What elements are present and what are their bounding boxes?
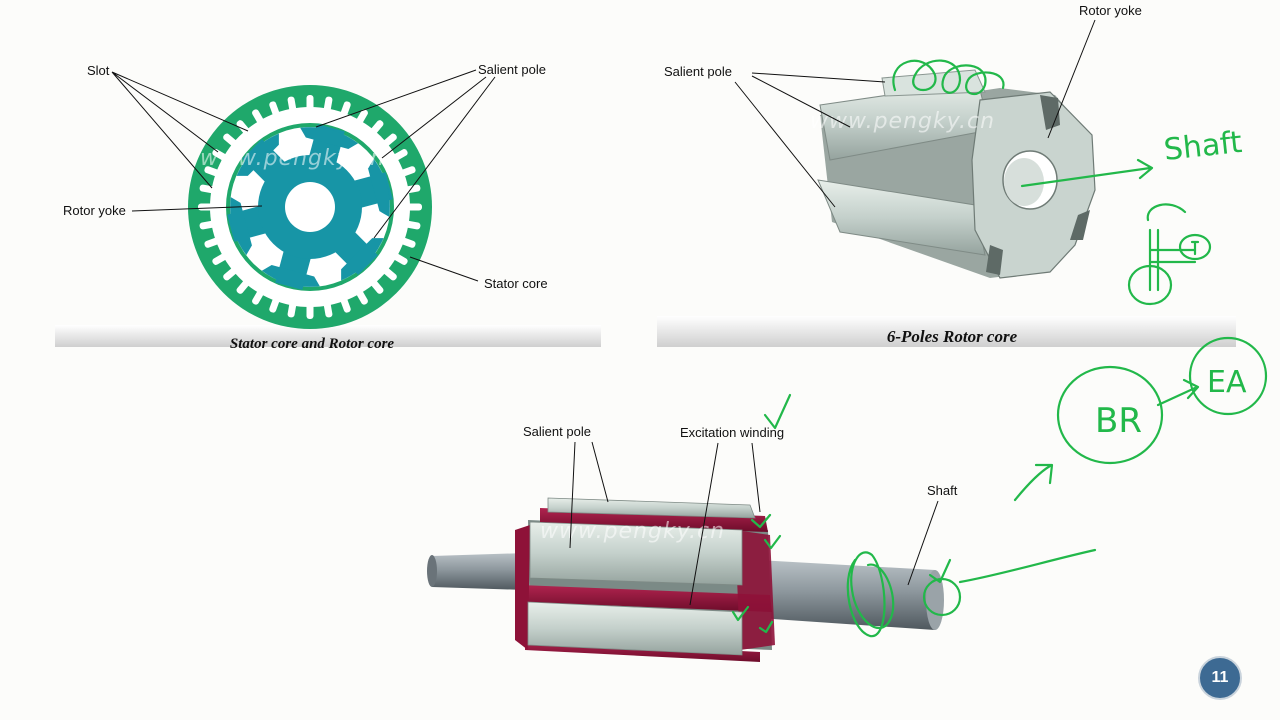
- salient-pole-leaders: [315, 69, 496, 239]
- stator-slot: [397, 166, 416, 178]
- rotor6-pole-leaders: [734, 72, 886, 208]
- check-2: [750, 513, 772, 529]
- rotor6-panel: 6-Poles Rotor core www.pengky.cn Salient…: [657, 3, 1236, 347]
- stator-slot: [252, 287, 265, 305]
- label-slot: Slot: [87, 63, 110, 78]
- rotor-yoke-leader: [131, 205, 263, 212]
- stator-slot: [323, 299, 333, 318]
- br-text: BR: [1095, 401, 1142, 441]
- shaft-scribble: [846, 551, 895, 638]
- rotor6-caption-bar: [657, 316, 1236, 347]
- shaft-handwritten: Shaft: [1162, 125, 1244, 168]
- rotor6-pole-3: [817, 179, 986, 256]
- stator-slot: [223, 133, 240, 149]
- check-1: [763, 393, 792, 430]
- rotor6-watermark: www.pengky.cn: [810, 109, 995, 134]
- stator-caption-bar: [55, 325, 601, 347]
- stator-slot: [355, 109, 368, 127]
- shaft-line: [958, 548, 1097, 584]
- stator-slot: [306, 301, 314, 319]
- winding-middle: [520, 585, 772, 612]
- stator-slot: [355, 287, 368, 305]
- label-stator-core: Stator core: [484, 276, 548, 291]
- label-shaft: Shaft: [927, 483, 958, 498]
- stator-slot: [287, 96, 297, 115]
- label-rotor6-rotor-yoke: Rotor yoke: [1079, 3, 1142, 18]
- stator-slot: [402, 184, 421, 194]
- stator-slot: [287, 299, 297, 318]
- ea-text: EA: [1207, 365, 1247, 400]
- rotor6-diagram: www.pengky.cn: [810, 69, 1096, 279]
- check-6: [928, 558, 952, 584]
- assembled-pole-leaders: [569, 441, 609, 549]
- label-rotor6-salient-pole: Salient pole: [664, 64, 732, 79]
- pole-shoe-front: [529, 521, 743, 586]
- handwritten-annotations: Shaft BR EA: [731, 59, 1268, 638]
- stator-slot: [198, 203, 216, 211]
- stator-slot: [368, 120, 384, 137]
- stator-core-leader: [409, 256, 479, 282]
- stator-slot: [204, 166, 223, 178]
- slot-leaders: [111, 71, 249, 189]
- stator-slot: [402, 220, 421, 230]
- shaft-leader: [907, 500, 939, 586]
- excitation-winding-leaders: [689, 442, 761, 606]
- stator-slot: [236, 277, 252, 294]
- stator-slots: [198, 95, 422, 319]
- stator-slot: [306, 95, 314, 113]
- rotor6-yoke-leader: [1047, 19, 1096, 139]
- check-4: [731, 605, 750, 622]
- stator-panel: Stator core and Rotor core www.pengky.cn…: [55, 62, 601, 352]
- pole-shoe-top: [547, 497, 756, 519]
- label-rotor-yoke: Rotor yoke: [63, 203, 126, 218]
- br-to-ea-arrow: [1156, 378, 1200, 407]
- stator-slot: [397, 236, 416, 248]
- stator-slot: [269, 294, 281, 313]
- stator-core-diagram: www.pengky.cn: [188, 85, 432, 329]
- assembled-rotor-diagram: www.pengky.cn: [427, 497, 944, 662]
- stator-slot: [199, 220, 218, 230]
- check-5: [758, 620, 774, 634]
- stator-caption: Stator core and Rotor core: [230, 336, 395, 352]
- label-excitation-winding: Excitation winding: [680, 425, 784, 440]
- right-shaft: [758, 560, 935, 630]
- stator-slot: [323, 96, 333, 115]
- stator-watermark: www.pengky.cn: [200, 146, 385, 171]
- br-circle: [1056, 365, 1164, 465]
- left-shaft: [432, 553, 526, 590]
- stator-slot: [204, 236, 223, 248]
- stator-slot: [368, 277, 384, 294]
- sketch-lines: [1146, 203, 1197, 292]
- stator-slot: [339, 101, 351, 120]
- winding-scribble: [892, 59, 1005, 96]
- assembled-rotor-panel: www.pengky.cn Salient pole Excitation wi…: [427, 424, 958, 662]
- stator-slot: [380, 265, 397, 281]
- stator-slot: [199, 184, 218, 194]
- stator-slot: [212, 252, 230, 265]
- stator-slot: [223, 265, 240, 281]
- rotor-shaft-hole: [285, 182, 335, 232]
- stator-slot: [404, 203, 422, 211]
- label-salient-pole: Salient pole: [478, 62, 546, 77]
- stator-slot: [380, 133, 397, 149]
- page-number-badge: 11: [1198, 656, 1242, 700]
- stator-slot: [390, 252, 408, 265]
- stator-slot: [339, 294, 351, 313]
- stator-slot: [252, 109, 265, 127]
- shaft-arrow: [1020, 158, 1154, 188]
- label-assembled-salient-pole: Salient pole: [523, 424, 591, 439]
- ea-circle: [1188, 336, 1268, 416]
- stator-slot: [390, 149, 408, 162]
- check-3: [763, 534, 782, 550]
- stator-slot: [212, 149, 230, 162]
- stator-slot: [269, 101, 281, 120]
- assembled-watermark: www.pengky.cn: [540, 519, 725, 544]
- pole-shoe-lower: [527, 601, 743, 656]
- rotor6-caption: 6-Poles Rotor core: [887, 327, 1018, 346]
- upward-arrow: [1013, 463, 1054, 502]
- stator-slot: [236, 120, 252, 137]
